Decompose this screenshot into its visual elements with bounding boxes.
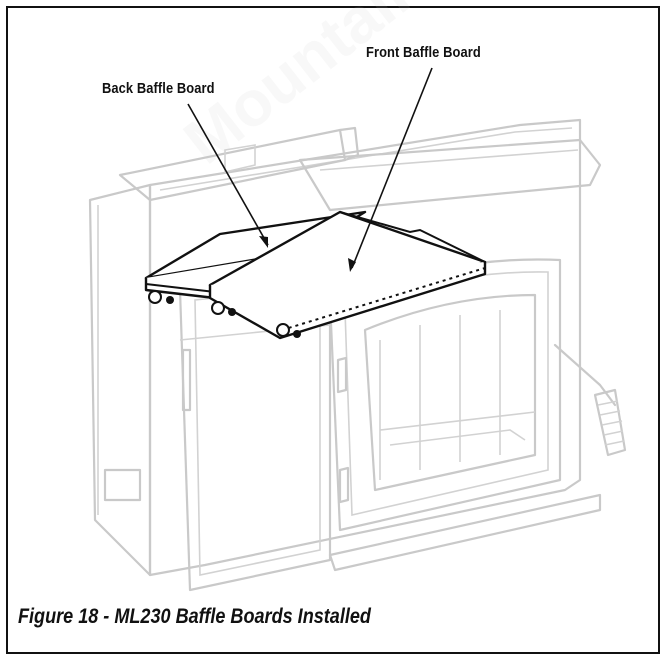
ash-lip [328, 493, 602, 572]
front-baffle-arrowhead [348, 258, 356, 272]
back-baffle-arrowhead [259, 236, 268, 248]
door-handle [553, 343, 617, 407]
figure-frame [6, 6, 660, 654]
front-baffle-label: Front Baffle Board [366, 44, 481, 61]
door-glass [363, 293, 537, 492]
front-baffle-board [208, 210, 487, 340]
back-baffle-label: Back Baffle Board [102, 80, 215, 97]
figure-caption: Figure 18 - ML230 Baffle Boards Installe… [18, 605, 371, 628]
stove-side-body [88, 183, 152, 577]
back-baffle-leader [187, 103, 269, 246]
front-baffle-leader [351, 67, 433, 269]
top-plate [298, 138, 602, 212]
faceplate [148, 118, 582, 577]
